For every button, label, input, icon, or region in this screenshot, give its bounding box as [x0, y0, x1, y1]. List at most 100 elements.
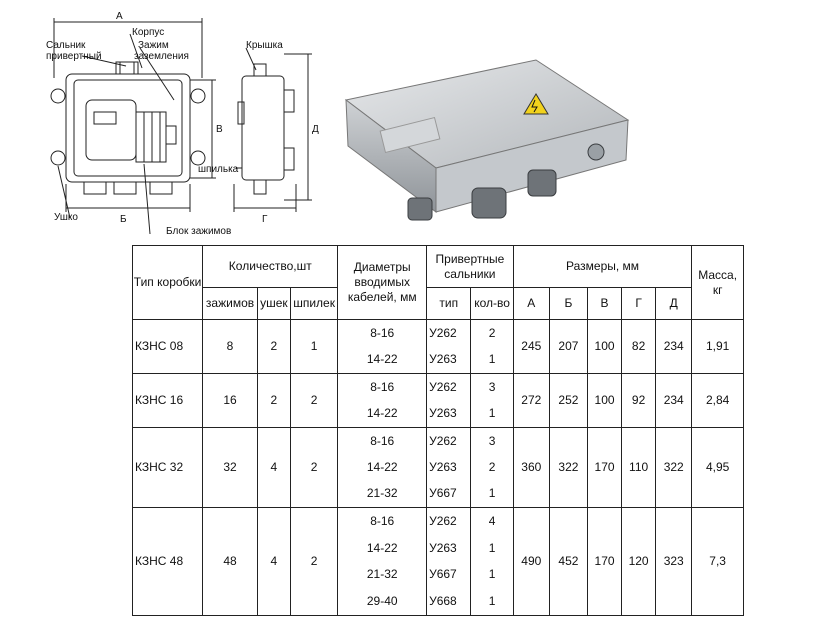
cell-ears: 2 [256, 319, 291, 374]
cell-gland-types: У262 У263 [426, 373, 472, 428]
cell-v: 170 [587, 507, 623, 616]
header-size-d: Д [655, 287, 693, 320]
gland-type-value: У667 [429, 567, 457, 582]
cell-mass: 2,84 [691, 373, 744, 428]
zazemleniya-label: заземления [134, 51, 189, 62]
cell-a: 272 [512, 373, 550, 428]
dim-v-label: В [216, 124, 223, 135]
gland-count-value: 2 [488, 459, 496, 474]
cell-d: 234 [655, 373, 693, 428]
cell-d: 234 [655, 319, 693, 374]
dim-a-label: А [116, 11, 123, 22]
cell-b: 322 [548, 427, 589, 508]
cell-studs: 2 [289, 507, 339, 616]
top-gland [115, 61, 139, 75]
diameter-value: 14-22 [366, 352, 398, 367]
cell-diameters: 8-16 14-22 21-32 [337, 427, 428, 508]
ushko-label: Ушко [54, 212, 78, 223]
gland-count-value: 1 [488, 406, 496, 421]
cell-g: 120 [621, 507, 657, 616]
table-row: КЗНС 16 16 2 2 8-16 14-22 У262 У263 3 1 … [131, 373, 744, 428]
cell-b: 452 [548, 507, 589, 616]
cell-g: 82 [621, 319, 657, 374]
header-glands: Привертные сальники [426, 245, 514, 288]
cell-gland-types: У262 У263 У667 [426, 427, 472, 508]
spec-table: Тип коробки Количество,шт Диаметры вводи… [131, 245, 744, 616]
cell-type: КЗНС 32 [131, 427, 204, 508]
diameter-value: 14-22 [366, 406, 398, 421]
warning-sign [523, 93, 549, 115]
gland-count-value: 1 [488, 567, 496, 582]
front-view-body [65, 73, 191, 183]
cell-diameters: 8-16 14-22 21-32 29-40 [337, 507, 428, 616]
cell-ears: 2 [256, 373, 291, 428]
cell-v: 100 [587, 319, 623, 374]
diameter-value: 8-16 [370, 513, 395, 528]
header-mass: Масса, кг [691, 245, 744, 320]
cell-gland-types: У262 У263 У667 У668 [426, 507, 472, 616]
cell-gland-counts: 3 1 [470, 373, 514, 428]
gland-type-value: У263 [429, 406, 457, 421]
technical-drawing: А Корпус Сальник привертный Зажим заземл… [46, 11, 319, 237]
nameplate [379, 116, 441, 154]
gland-count-value: 3 [488, 379, 496, 394]
gland-count-value: 1 [488, 540, 496, 555]
cell-studs: 2 [289, 373, 339, 428]
cell-diameters: 8-16 14-22 [337, 373, 428, 428]
cell-g: 110 [621, 427, 657, 508]
cell-gland-counts: 2 1 [470, 319, 514, 374]
table-row: КЗНС 08 8 2 1 8-16 14-22 У262 У263 2 1 2… [131, 319, 744, 374]
dim-d-label: Д [312, 124, 319, 135]
cell-gland-counts: 4 1 1 1 [470, 507, 514, 616]
header-gland-count: кол-во [470, 287, 514, 320]
gland-type-value: У668 [429, 594, 457, 609]
cell-v: 100 [587, 373, 623, 428]
blok-label: Блок зажимов [166, 226, 231, 237]
gland-count-value: 2 [488, 325, 496, 340]
gland-count-value: 3 [488, 433, 496, 448]
cell-clamps: 32 [202, 427, 258, 508]
privertnyi-label: привертный [46, 51, 102, 62]
gland-type-value: У262 [429, 325, 457, 340]
gland-type-value: У667 [429, 486, 457, 501]
terminal-block [135, 111, 167, 163]
cell-diameters: 8-16 14-22 [337, 319, 428, 374]
cell-b: 207 [548, 319, 589, 374]
gland-type-value: У263 [429, 352, 457, 367]
diameter-value: 14-22 [366, 540, 398, 555]
cell-studs: 2 [289, 427, 339, 508]
cell-clamps: 8 [202, 319, 258, 374]
header-clamps: зажимов [202, 287, 258, 320]
header-quantity: Количество,шт [202, 245, 339, 288]
cell-g: 92 [621, 373, 657, 428]
cell-a: 245 [512, 319, 550, 374]
header-size-v: В [587, 287, 623, 320]
gland-count-value: 1 [488, 594, 496, 609]
diameter-value: 14-22 [366, 459, 398, 474]
cell-v: 170 [587, 427, 623, 508]
header-sizes: Размеры, мм [512, 245, 693, 288]
cell-clamps: 48 [202, 507, 258, 616]
zazhim-label: Зажим [138, 40, 169, 51]
cell-ears: 4 [256, 427, 291, 508]
cell-a: 360 [512, 427, 550, 508]
product-photo [344, 59, 630, 221]
gland-type-value: У263 [429, 540, 457, 555]
diameter-value: 21-32 [366, 486, 398, 501]
header-size-g: Г [621, 287, 657, 320]
cell-gland-counts: 3 2 1 [470, 427, 514, 508]
diameter-value: 21-32 [366, 567, 398, 582]
diameter-value: 29-40 [366, 594, 398, 609]
header-studs: шпилек [289, 287, 339, 320]
diameter-value: 8-16 [370, 379, 395, 394]
cell-type: КЗНС 48 [131, 507, 204, 616]
cell-type: КЗНС 16 [131, 373, 204, 428]
cell-type: КЗНС 08 [131, 319, 204, 374]
header-diameters: Диаметры вводимых кабелей, мм [337, 245, 428, 320]
header-size-a: А [512, 287, 550, 320]
cell-mass: 7,3 [691, 507, 744, 616]
gland-type-value: У262 [429, 379, 457, 394]
cell-ears: 4 [256, 507, 291, 616]
salnik-label: Сальник [46, 40, 86, 51]
cell-mass: 4,95 [691, 427, 744, 508]
